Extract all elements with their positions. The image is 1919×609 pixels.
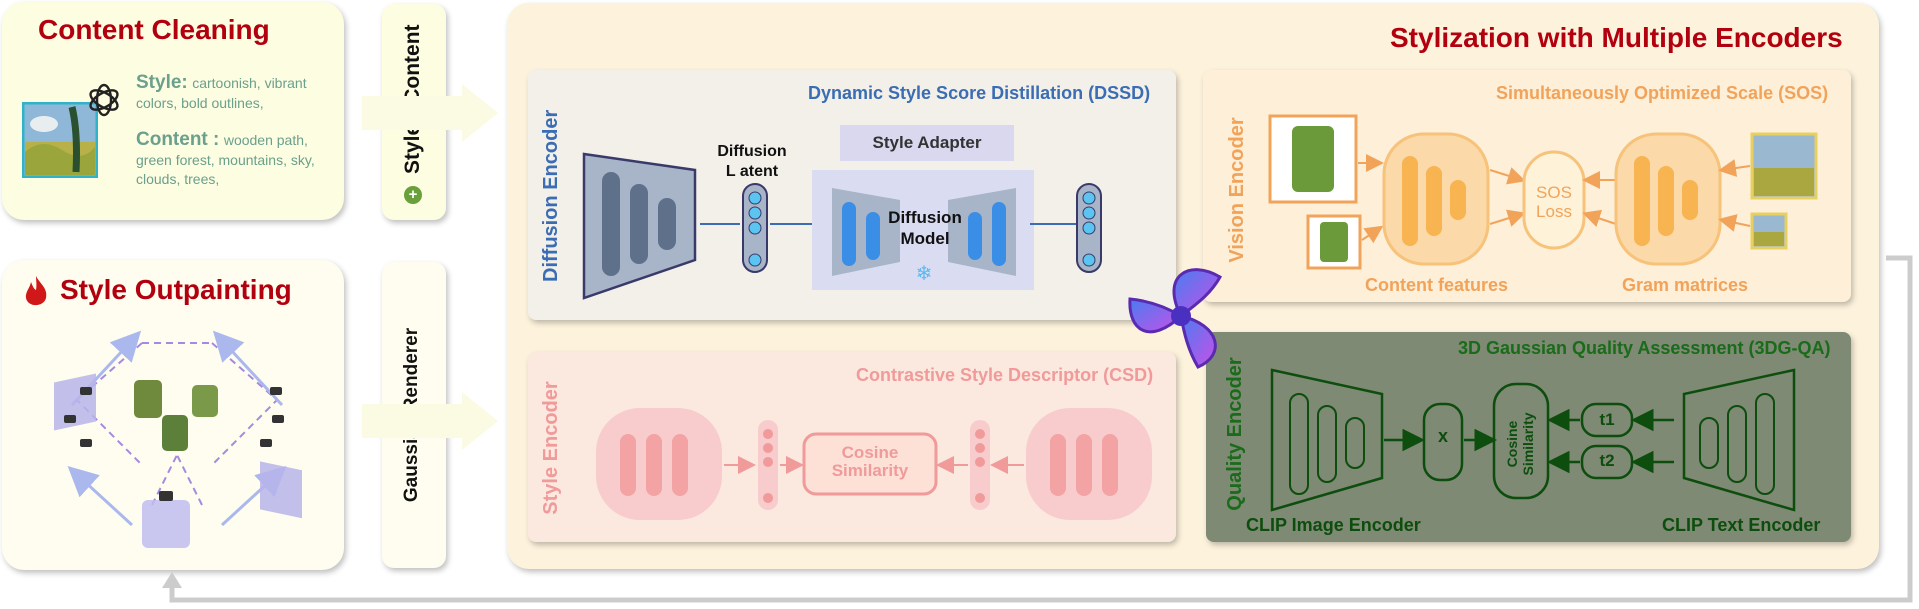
- sos-title: Simultaneously Optimized Scale (SOS): [1496, 83, 1829, 103]
- chatgpt-icon: [89, 83, 119, 117]
- feedback-loop-arrow: [162, 255, 1913, 603]
- clip-image-encoder-label: CLIP Image Encoder: [1246, 515, 1421, 535]
- content-features-label: Content features: [1365, 275, 1509, 295]
- content-label: Content :: [136, 129, 220, 150]
- diffusion-model-label: Diffusion Model: [880, 207, 970, 249]
- t1-label: t1: [1599, 410, 1615, 429]
- plus-icon: +: [404, 186, 422, 204]
- csd-title: Contrastive Style Descriptor (CSD): [856, 365, 1154, 385]
- dssd-title: Dynamic Style Score Distillation (DSSD): [808, 83, 1151, 103]
- t2-label: t2: [1599, 451, 1615, 470]
- csd-cosine-line-2: Similarity: [831, 461, 909, 480]
- style-outpainting-panel: Style Outpainting: [2, 260, 344, 570]
- sos-diagram: [1268, 114, 1818, 270]
- fire-icon: [25, 276, 47, 306]
- sos-loss-line-1: SOS: [1536, 183, 1572, 202]
- style-description: Style: cartoonish, vibrant colors, bold …: [136, 72, 336, 113]
- gram-matrices-label: Gram matrices: [1622, 275, 1749, 295]
- vision-encoder-label: Vision Encoder: [1226, 117, 1248, 263]
- style-text: cartoonish, vibrant colors, bold outline…: [136, 75, 307, 111]
- latent-line-1: Diffusion: [717, 143, 787, 160]
- style-adapter-box: Style Adapter: [840, 125, 1014, 161]
- clip-text-encoder-label: CLIP Text Encoder: [1662, 515, 1821, 535]
- dssd-diagram: ❄: [582, 152, 1102, 300]
- sos-loss-label: SOS Loss: [1524, 183, 1584, 221]
- diffusion-latent-label: Diffusion L atent: [712, 142, 792, 182]
- painting-thumbnail: [22, 102, 98, 178]
- csd-cosine-label: Cosine Similarity: [804, 444, 936, 480]
- sos-loss-line-2: Loss: [1536, 202, 1572, 221]
- model-line-2: Model: [900, 229, 950, 248]
- qa-panel: [1206, 332, 1851, 542]
- qa-diagram: [1270, 368, 1796, 512]
- qa-title: 3D Gaussian Quality Assessment (3DG-QA): [1458, 338, 1831, 358]
- main-title: Stylization with Multiple Encoders: [1390, 22, 1843, 53]
- style-label: Style:: [136, 72, 188, 93]
- arrow-to-main-top: [362, 84, 498, 142]
- model-line-1: Diffusion: [888, 208, 962, 227]
- content-description: Content : wooden path, green forest, mou…: [136, 129, 336, 189]
- csd-cosine-line-1: Cosine: [841, 443, 899, 462]
- content-cleaning-title: Content Cleaning: [38, 14, 270, 45]
- csd-diagram: [596, 408, 1152, 520]
- content-text: wooden path, green forest, mountains, sk…: [136, 132, 315, 187]
- style-outpainting-title: Style Outpainting: [60, 274, 292, 305]
- camera-ring-diagram: [54, 330, 302, 548]
- content-cleaning-panel: Content Cleaning Style: cartoonish, vibr…: [2, 2, 344, 220]
- fan-logo-icon: [1128, 268, 1223, 369]
- latent-line-2: L atent: [725, 163, 779, 180]
- svg-text:❄: ❄: [916, 263, 933, 285]
- qa-x-label: x: [1437, 426, 1448, 446]
- arrow-to-main-bottom: [362, 392, 498, 450]
